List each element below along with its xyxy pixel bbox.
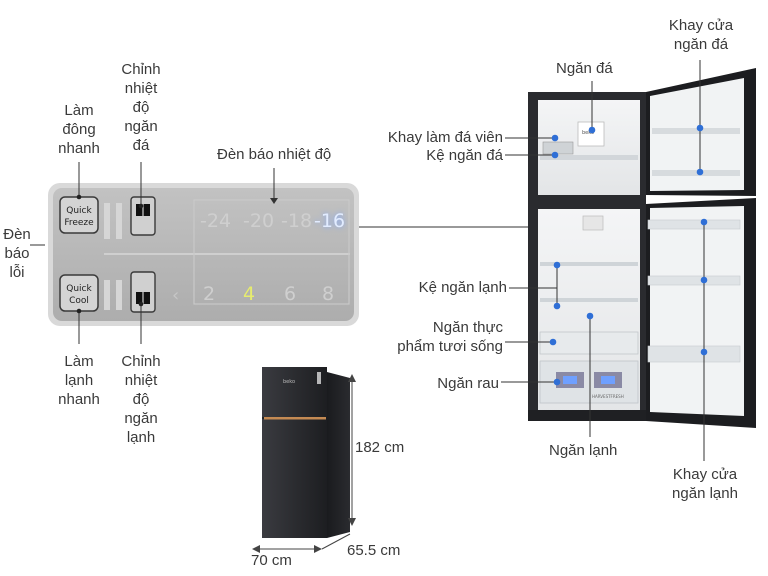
- label-error-light-line1: Đèn: [3, 226, 31, 243]
- control-panel: Quick Freeze Quick Cool: [48, 183, 359, 326]
- label-fridge-adjust: Chỉnh nhiệt độ ngăn lạnh: [114, 352, 168, 447]
- freezer-adjust-button[interactable]: [130, 196, 156, 236]
- label-fridge-door-tray: Khay cửa ngăn lạnh: [660, 465, 750, 503]
- drawer-brand-label: HARVESTFRESH: [592, 394, 624, 399]
- label-error-light-line3: lỗi: [9, 264, 25, 281]
- panel-callout-dots: [76, 194, 144, 314]
- label-quick-cool-line3: nhanh: [58, 391, 100, 408]
- dimension-lines: [256, 378, 353, 550]
- label-fridge-adjust-line4: ngăn: [124, 410, 158, 427]
- dimension-depth: 65.5 cm: [347, 542, 401, 559]
- freezer-temp-3: -18: [281, 210, 312, 232]
- fridge-temp-3: 6: [284, 283, 296, 305]
- label-quick-cool-line1: Làm: [64, 353, 94, 370]
- label-fridge-adjust-line3: độ: [132, 391, 150, 408]
- label-freezer-adjust-line1: Chỉnh: [121, 61, 161, 78]
- label-error-light-line2: báo: [4, 245, 30, 262]
- label-fresh-food: Ngăn thực phẩm tươi sống: [370, 318, 503, 356]
- quick-cool-line2: Cool: [69, 296, 89, 306]
- label-fridge-door-tray-line1: Khay cửa: [672, 466, 738, 483]
- open-fridge-illustration: beko HARVESTFRESH: [528, 68, 756, 428]
- label-freezer-adjust-line4: ngăn: [124, 118, 158, 135]
- label-fridge-compartment: Ngăn lạnh: [549, 442, 618, 459]
- fridge-temp-4: 8: [322, 283, 334, 305]
- error-indicator: [104, 203, 122, 310]
- label-temp-indicator: Đèn báo nhiệt độ: [217, 146, 332, 163]
- label-fridge-adjust-line1: Chỉnh: [121, 353, 161, 370]
- quick-cool-line1: Quick: [66, 284, 92, 294]
- quick-cool-button[interactable]: Quick Cool: [59, 274, 99, 312]
- label-freezer-door-tray-line2: ngăn đá: [673, 36, 729, 53]
- label-fridge-shelf: Kệ ngăn lạnh: [418, 279, 507, 296]
- label-fridge-adjust-line2: nhiệt: [124, 372, 158, 389]
- label-error-light: Đèn báo lỗi: [2, 225, 32, 282]
- label-ice-tray: Khay làm đá viên: [387, 129, 503, 146]
- label-freezer-adjust-line5: đá: [132, 137, 150, 154]
- label-quick-freeze-line1: Làm: [64, 102, 94, 119]
- label-freezer-door-tray-line1: Khay cửa: [668, 17, 734, 34]
- label-freezer-adjust-line2: nhiệt: [124, 80, 158, 97]
- label-quick-freeze: Làm đông nhanh: [52, 101, 106, 158]
- label-freezer-adjust: Chỉnh nhiệt độ ngăn đá: [114, 60, 168, 155]
- label-fresh-food-line2: phẩm tươi sống: [397, 338, 503, 355]
- label-freezer-door-tray: Khay cửa ngăn đá: [656, 16, 746, 54]
- label-fridge-adjust-line5: lạnh: [126, 429, 156, 446]
- quick-freeze-line2: Freeze: [64, 218, 94, 228]
- freezer-temp-1: -24: [200, 210, 231, 232]
- label-quick-freeze-line2: đông: [62, 121, 96, 138]
- dimension-arrows: [252, 374, 356, 553]
- freezer-temp-selected: -16: [314, 210, 345, 232]
- fridge-temp-selected: 4: [243, 283, 255, 305]
- label-freezer-shelf: Kệ ngăn đá: [426, 147, 503, 164]
- fridge-callout-dots: [549, 124, 708, 386]
- closed-fridge-brand: beko: [283, 379, 295, 385]
- label-quick-freeze-line3: nhanh: [58, 140, 100, 157]
- temp-indicator-arrow: [270, 198, 278, 204]
- quick-freeze-button[interactable]: Quick Freeze: [59, 196, 99, 234]
- dimension-height: 182 cm: [355, 439, 405, 456]
- panel-callout-lines: [30, 162, 528, 344]
- fridge-callout-lines: [501, 60, 705, 461]
- quick-freeze-line1: Quick: [66, 206, 92, 216]
- label-freezer-adjust-line3: độ: [132, 99, 150, 116]
- label-freezer-compartment: Ngăn đá: [556, 60, 613, 77]
- label-quick-cool: Làm lạnh nhanh: [52, 352, 106, 409]
- snowflake-icon: ‹: [172, 285, 179, 306]
- fridge-adjust-button[interactable]: [130, 271, 156, 313]
- dimension-width: 70 cm: [251, 552, 292, 569]
- freezer-brand: beko: [582, 130, 594, 136]
- freezer-temp-2: -20: [243, 210, 274, 232]
- label-fresh-food-line1: Ngăn thực: [432, 319, 503, 336]
- closed-fridge-illustration: beko: [262, 367, 350, 538]
- label-fridge-door-tray-line2: ngăn lạnh: [672, 485, 738, 502]
- label-quick-cool-line2: lạnh: [64, 372, 94, 389]
- fridge-temp-1: 2: [203, 283, 215, 305]
- label-vegetable-drawer: Ngăn rau: [437, 375, 499, 392]
